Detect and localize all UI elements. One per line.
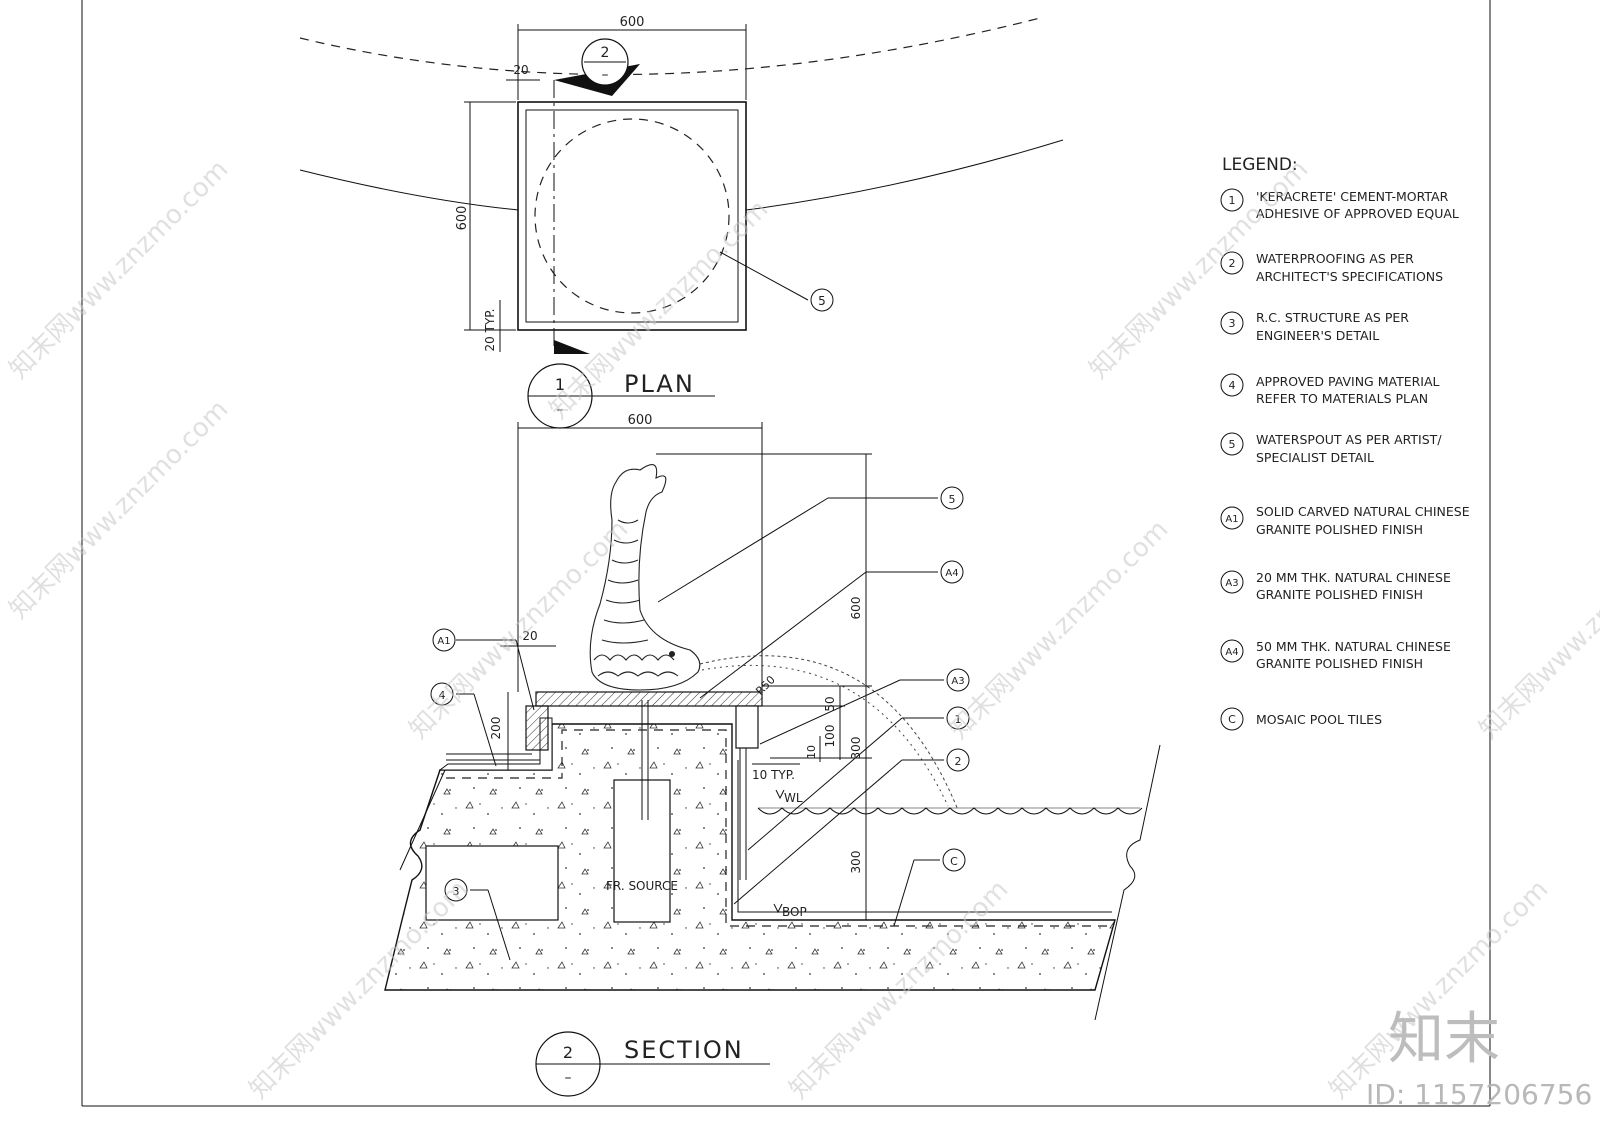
legend-tag: 5 — [1229, 438, 1236, 451]
callout-a4: A4 — [945, 568, 958, 579]
plan-callout-5 — [810, 288, 834, 312]
section-title: SECTION — [624, 1036, 744, 1064]
legend-line1: WATERSPOUT AS PER ARTIST/ — [1256, 432, 1442, 447]
plan-title: PLAN — [624, 370, 695, 398]
sheet-border — [81, 0, 1491, 1107]
legend-tag: 1 — [1229, 194, 1236, 207]
legend-line1: MOSAIC POOL TILES — [1256, 712, 1382, 727]
legend-line1: 20 MM THK. NATURAL CHINESE — [1256, 570, 1451, 585]
plan-inner-square — [525, 109, 739, 323]
section-bop-label: BOP — [782, 905, 807, 919]
legend-tag: C — [1228, 713, 1236, 726]
granite-a1-left — [525, 705, 549, 751]
plan-arc-right — [745, 139, 1064, 211]
plan-marker-bottom: – — [602, 67, 609, 83]
legend-item: 2 WATERPROOFING AS PER ARCHITECT'S SPECI… — [1220, 251, 1443, 284]
plan-dim-height: 600 — [455, 206, 470, 231]
section-dim-300a: 300 — [849, 737, 863, 760]
plan-ref-top: 1 — [555, 375, 565, 394]
legend-item: 1 'KERACRETE' CEMENT-MORTAR ADHESIVE OF … — [1220, 188, 1459, 221]
callout-a1: A1 — [437, 636, 450, 647]
callout-2: 2 — [955, 755, 962, 768]
section-typ-label: 10 TYP. — [752, 768, 795, 782]
callout-4: 4 — [439, 689, 446, 702]
legend-line2: ADHESIVE OF APPROVED EQUAL — [1256, 206, 1459, 221]
water-surface — [757, 807, 1143, 815]
legend-tag: A1 — [1225, 514, 1238, 525]
legend-item: A3 20 MM THK. NATURAL CHINESE GRANITE PO… — [1220, 570, 1451, 602]
legend-line2: SPECIALIST DETAIL — [1256, 450, 1374, 465]
section-dim-200: 200 — [489, 717, 503, 740]
legend-line2: GRANITE POLISHED FINISH — [1256, 522, 1423, 537]
section-dim-100: 100 — [823, 725, 837, 748]
section-view: FR. SOURCE 600 20 — [384, 413, 1161, 1097]
legend-title: LEGEND: — [1222, 155, 1298, 175]
legend: LEGEND: 1 'KERACRETE' CEMENT-MORTAR ADHE… — [1220, 155, 1470, 731]
legend-item: 3 R.C. STRUCTURE AS PER ENGINEER'S DETAI… — [1220, 310, 1409, 343]
legend-line2: GRANITE POLISHED FINISH — [1256, 656, 1423, 671]
section-dim-50: 50 — [823, 696, 837, 711]
plan-callout-label: 5 — [818, 294, 826, 308]
legend-line1: APPROVED PAVING MATERIAL — [1256, 374, 1440, 389]
watermark-text: 知末网www.znzmo.com — [944, 514, 1175, 745]
plan-arc-left — [299, 169, 519, 211]
plan-dim-typ: 20 TYP. — [483, 309, 497, 352]
legend-line2: ENGINEER'S DETAIL — [1256, 328, 1379, 343]
plan-arc-outer — [299, 17, 1041, 76]
legend-item: 4 APPROVED PAVING MATERIAL REFER TO MATE… — [1220, 373, 1440, 406]
granite-cap-a4 — [535, 691, 763, 707]
legend-item: C MOSAIC POOL TILES — [1220, 707, 1382, 731]
callout-5: 5 — [949, 493, 956, 506]
legend-line1: SOLID CARVED NATURAL CHINESE — [1256, 504, 1470, 519]
legend-item: 5 WATERSPOUT AS PER ARTIST/ SPECIALIST D… — [1220, 432, 1442, 465]
plan-dashed-circle — [534, 118, 730, 314]
plan-dim-gap: 20 — [513, 63, 528, 77]
legend-line2: REFER TO MATERIALS PLAN — [1256, 391, 1428, 406]
legend-line1: WATERPROOFING AS PER — [1256, 251, 1414, 266]
plan-outer-square — [517, 101, 747, 331]
callout-a3: A3 — [951, 676, 964, 687]
section-wl-label: WL — [784, 791, 803, 805]
carp-waterspout — [589, 464, 701, 691]
section-dim-gap: 20 — [522, 629, 537, 643]
legend-tag: A3 — [1225, 578, 1238, 589]
section-dim-300b: 300 — [849, 851, 863, 874]
section-dim-600: 600 — [849, 597, 863, 620]
legend-line2: GRANITE POLISHED FINISH — [1256, 587, 1423, 602]
watermark-id: ID: 1157206756 — [1366, 1078, 1592, 1111]
watermark-text: 知末网www.znzmo.com — [1474, 514, 1600, 745]
callout-c: C — [950, 855, 958, 868]
legend-line1: 'KERACRETE' CEMENT-MORTAR — [1256, 189, 1449, 204]
section-ref-bottom: – — [565, 1070, 572, 1086]
fr-source-label: FR. SOURCE — [606, 879, 678, 893]
plan-dim-width: 600 — [620, 15, 645, 30]
legend-tag: A4 — [1225, 647, 1238, 658]
callout-1: 1 — [955, 713, 962, 726]
section-dim-top: 600 — [628, 413, 653, 428]
legend-item: A1 SOLID CARVED NATURAL CHINESE GRANITE … — [1220, 504, 1470, 537]
legend-line1: 50 MM THK. NATURAL CHINESE — [1256, 639, 1451, 654]
section-ref-top: 2 — [563, 1043, 573, 1062]
legend-tag: 3 — [1229, 317, 1236, 330]
granite-a1-right — [735, 705, 759, 749]
plan-ref-bottom: – — [557, 402, 564, 418]
plan-marker-top: 2 — [601, 45, 610, 61]
section-dim-10: 10 — [805, 745, 818, 759]
legend-item: A4 50 MM THK. NATURAL CHINESE GRANITE PO… — [1220, 639, 1451, 671]
legend-line1: R.C. STRUCTURE AS PER — [1256, 310, 1409, 325]
legend-tag: 4 — [1229, 379, 1236, 392]
legend-tag: 2 — [1229, 257, 1236, 270]
concrete-structure — [384, 723, 1116, 991]
section-callouts: 5 A4 A1 A3 1 2 4 3 C — [430, 486, 970, 961]
watermark-text: 知末网www.znzmo.com — [4, 154, 235, 385]
plan-view: 2 – 600 20 600 20 TYP. 5 1 – PLAN — [299, 15, 1064, 429]
section-arrow-bottom — [554, 340, 590, 354]
callout-3: 3 — [453, 885, 460, 898]
watermark-text: 知末网www.znzmo.com — [4, 394, 235, 625]
legend-line2: ARCHITECT'S SPECIFICATIONS — [1256, 269, 1443, 284]
watermark-brand: 知末 — [1388, 1007, 1500, 1072]
